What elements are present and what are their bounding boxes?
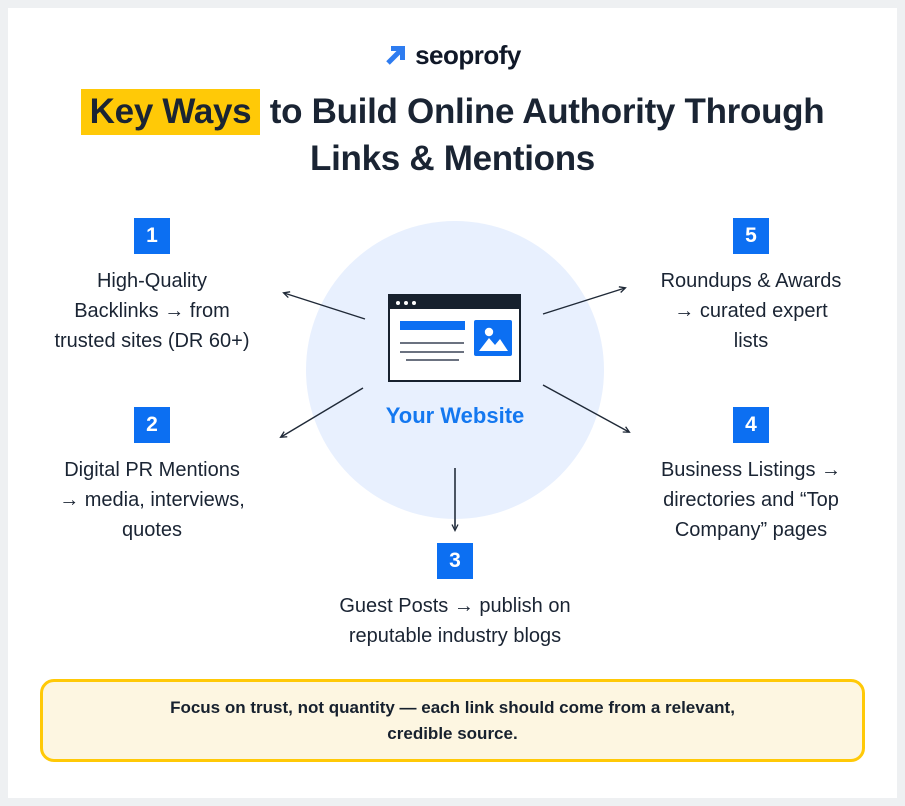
note-line: Focus on trust, not quantity — each link… — [170, 697, 735, 717]
item5-line: lists — [733, 330, 769, 352]
item2-line: → media, interviews, — [59, 489, 245, 511]
browser-text-line — [400, 342, 464, 344]
item-business-listings: 4 Business Listings → directories and “T… — [616, 407, 886, 545]
logo-brand-text: seoprofy — [415, 40, 521, 70]
item3-line: Guest Posts → publish on — [339, 595, 571, 617]
browser-text-line — [400, 351, 464, 353]
title-highlight: Key Ways — [80, 89, 261, 135]
browser-heading-bar — [400, 321, 465, 330]
key-takeaway-note: Focus on trust, not quantity — each link… — [40, 679, 865, 762]
item2-line: Digital PR Mentions — [64, 459, 240, 481]
browser-dot-icon — [396, 300, 400, 305]
item4-line: directories and “Top — [663, 489, 839, 511]
title-line1-rest: to Build Online Authority Through — [260, 92, 825, 131]
item2-number-badge: 2 — [134, 407, 170, 443]
item-digital-pr-mentions: 2 Digital PR Mentions → media, interview… — [17, 407, 287, 545]
item4-line: Company” pages — [674, 519, 828, 541]
page-title: Key Ways to Build Online Authority Throu… — [0, 88, 905, 182]
item-roundups-awards: 5 Roundups & Awards → curated expert lis… — [616, 218, 886, 356]
item1-line: High-Quality — [96, 270, 208, 292]
item1-line: trusted sites (DR 60+) — [54, 330, 250, 352]
item4-number-badge: 4 — [733, 407, 769, 443]
browser-dot-icon — [404, 300, 408, 305]
item-high-quality-backlinks: 1 High-Quality Backlinks → from trusted … — [17, 218, 287, 356]
image-placeholder-icon — [474, 320, 512, 356]
note-line: credible source. — [387, 723, 518, 743]
page-title-line2: Links & Mentions — [310, 139, 595, 178]
center-label: Your Website — [385, 403, 525, 428]
logo: seoprofy — [0, 40, 905, 71]
arrow-up-right-icon — [386, 45, 406, 65]
browser-text-line — [406, 359, 459, 361]
item5-line: → curated expert — [674, 300, 828, 322]
item5-number-badge: 5 — [733, 218, 769, 254]
browser-titlebar — [390, 296, 519, 309]
item1-line: Backlinks → from — [74, 300, 230, 322]
item2-line: quotes — [121, 519, 183, 541]
website-illustration — [388, 294, 521, 382]
item3-number-badge: 3 — [437, 543, 473, 579]
item4-line: Business Listings → — [660, 459, 842, 481]
item5-line: Roundups & Awards — [660, 270, 842, 292]
item1-number-badge: 1 — [134, 218, 170, 254]
item-guest-posts: 3 Guest Posts → publish on reputable ind… — [280, 543, 630, 651]
browser-dot-icon — [412, 300, 416, 305]
page-title-line1: Key Ways to Build Online Authority Throu… — [0, 88, 905, 135]
item3-line: reputable industry blogs — [348, 625, 562, 647]
